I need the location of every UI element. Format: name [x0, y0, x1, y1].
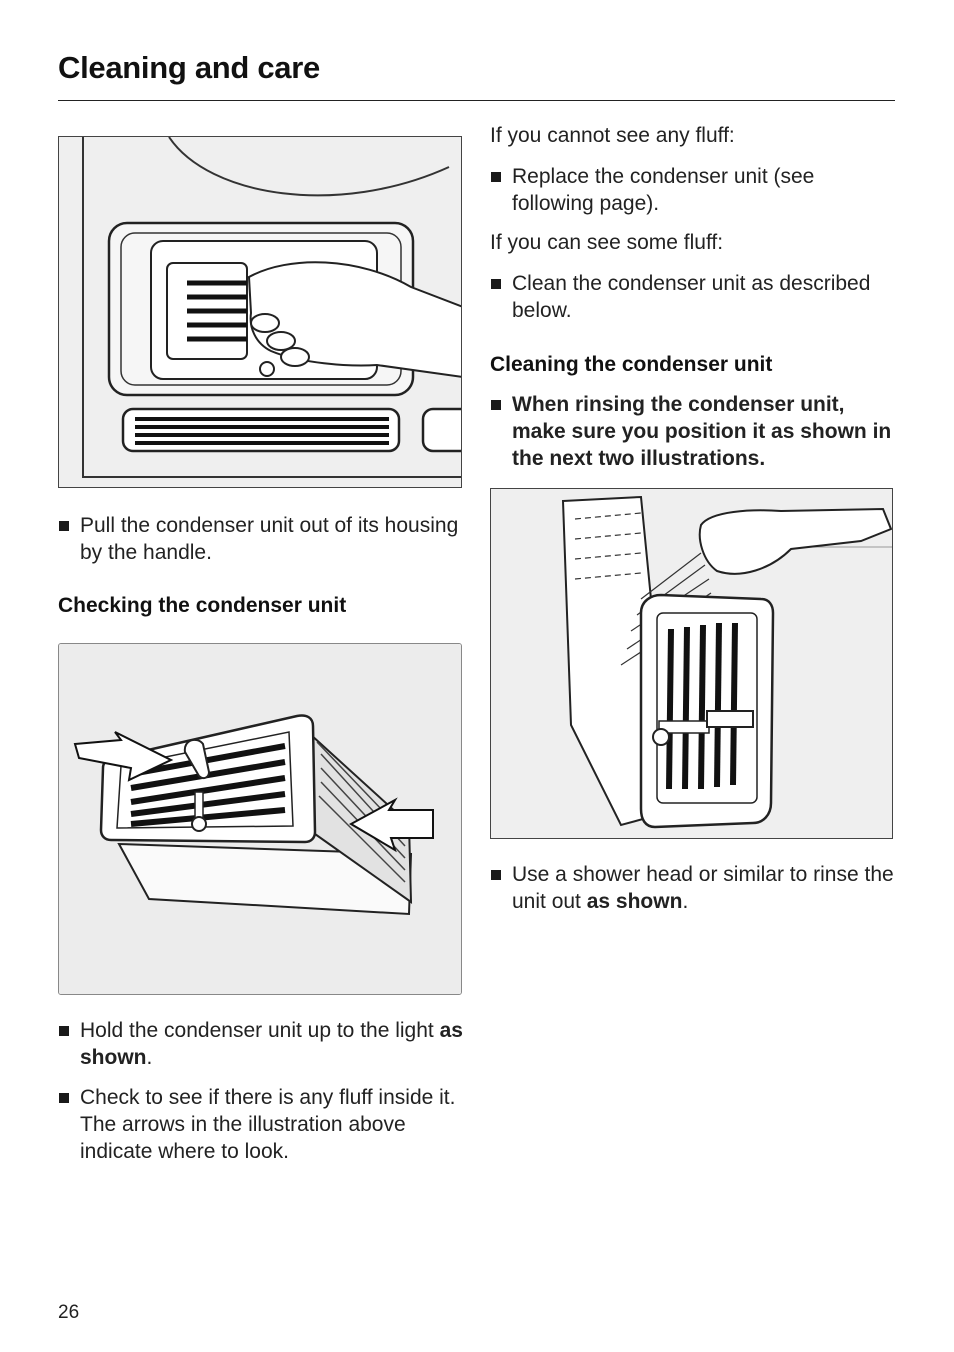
bullet-text-line2: The arrows in the illustration above ind… [80, 1113, 406, 1163]
bullet-text-prefix: Hold the condenser unit up to the light [80, 1019, 440, 1042]
para-cannot-see: If you cannot see any fluff: [490, 124, 735, 147]
bullet-clean: Clean the condenser unit as described be… [490, 270, 895, 324]
dryer-illustration [59, 137, 461, 487]
bullet-replace: Replace the condenser unit (see followin… [490, 163, 895, 217]
bullet-text-line1: Check to see if there is any fluff insid… [80, 1086, 456, 1109]
bullet-text-bold: as shown [80, 1019, 463, 1069]
page-title: Cleaning and care [58, 50, 320, 85]
figure-condenser-arrows [58, 643, 462, 995]
bullet-square-icon [491, 279, 501, 289]
page-number: 26 [58, 1302, 80, 1323]
bullet-text: When rinsing the condenser unit, make su… [512, 393, 892, 470]
bullet-shower: Use a shower head or similar to rinse th… [490, 861, 895, 915]
bullet-text: Replace the condenser unit (see followin… [512, 165, 815, 215]
condenser-light-illustration [59, 644, 461, 994]
para-can-see: If you can see some fluff: [490, 231, 724, 254]
bullet-check-fluff: Check to see if there is any fluff insid… [58, 1084, 468, 1165]
bullet-pull-condenser: Pull the condenser unit out of its housi… [58, 512, 468, 566]
bullet-text-suffix: . [682, 890, 689, 913]
bullet-rinsing-warning: When rinsing the condenser unit, make su… [490, 391, 895, 472]
rinsing-illustration [491, 489, 892, 838]
right-column: If you cannot see any fluff: Replace the… [490, 122, 895, 915]
bullet-text: Clean the condenser unit as described be… [512, 272, 871, 322]
bullet-square-icon [491, 172, 501, 182]
left-column: Pull the condenser unit out of its housi… [58, 136, 468, 1165]
bullet-square-icon [59, 1026, 69, 1036]
bullet-square-icon [491, 870, 501, 880]
bullet-square-icon [491, 400, 501, 410]
bullet-text: Pull the condenser unit out of its housi… [80, 514, 459, 564]
bullet-text-bold: as shown [586, 890, 683, 913]
bullet-hold-to-light: Hold the condenser unit up to the light … [58, 1017, 468, 1071]
figure-dryer-pull-condenser [58, 136, 462, 488]
subheading-checking: Checking the condenser unit [58, 594, 347, 617]
subheading-cleaning: Cleaning the condenser unit [490, 353, 773, 376]
bullet-square-icon [59, 521, 69, 531]
bullet-text-suffix: . [146, 1046, 153, 1069]
title-divider [58, 100, 895, 101]
bullet-square-icon [59, 1093, 69, 1103]
bullet-text-prefix: Use a shower head or similar to rinse th… [512, 863, 894, 913]
figure-rinsing [490, 488, 893, 839]
